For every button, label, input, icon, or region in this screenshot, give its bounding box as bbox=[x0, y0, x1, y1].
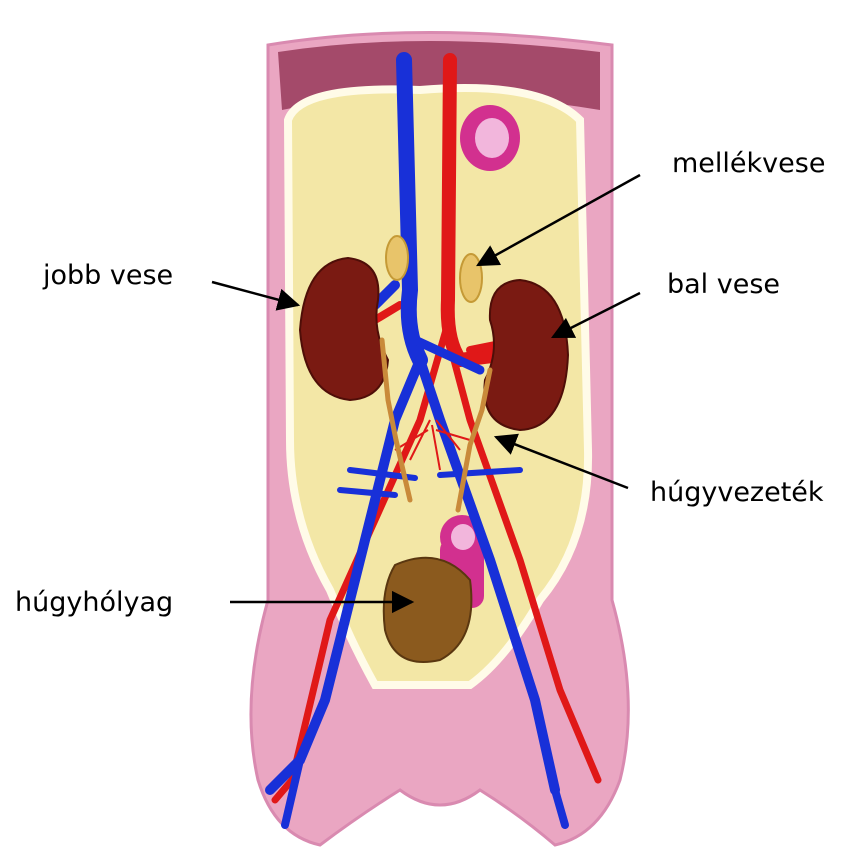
adrenal-gland-left bbox=[460, 254, 482, 302]
label-left-kidney: bal vese bbox=[667, 271, 780, 298]
label-bladder: húgyhólyag bbox=[15, 589, 173, 616]
kidney-left bbox=[484, 280, 568, 430]
label-right-kidney: jobb vese bbox=[43, 262, 173, 289]
rectum-upper bbox=[460, 105, 520, 171]
label-ureter: húgyvezeték bbox=[650, 479, 824, 506]
adrenal-gland-right bbox=[386, 236, 408, 280]
label-adrenal: mellékvese bbox=[672, 150, 825, 177]
kidney-right bbox=[300, 258, 388, 400]
bladder bbox=[384, 558, 472, 662]
